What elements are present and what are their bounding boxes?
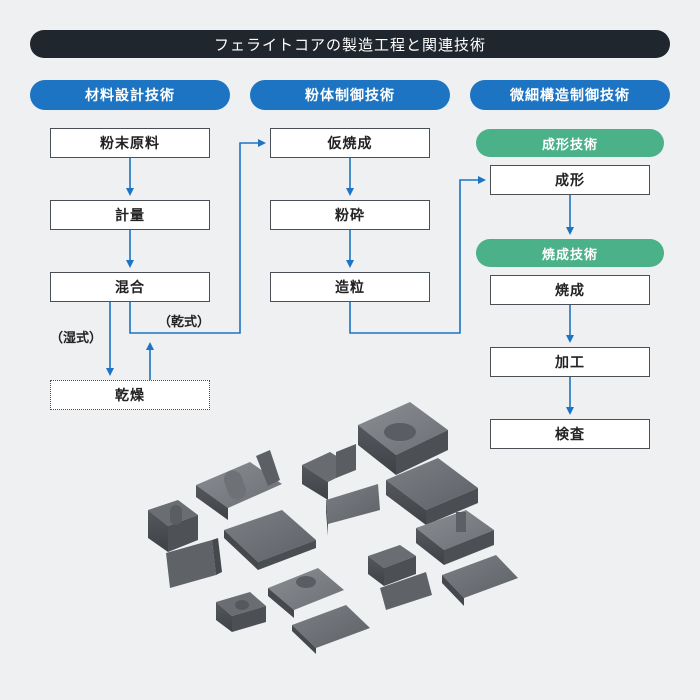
i-plate-sample-right xyxy=(442,555,518,606)
arrow-dry-to-calcination xyxy=(129,139,266,334)
i-plate-sample-large xyxy=(224,510,316,570)
step-forming: 成形 xyxy=(490,165,650,195)
bowtie-core-sample xyxy=(326,484,380,536)
e-core-round-sample xyxy=(196,450,282,520)
step-inspection: 検査 xyxy=(490,419,650,449)
page-title: フェライトコアの製造工程と関連技術 xyxy=(30,30,670,58)
double-u-core-sample xyxy=(302,444,356,500)
flow-arrows xyxy=(106,139,574,415)
i-plate-sample-bottom xyxy=(292,605,370,654)
step-machining: 加工 xyxy=(490,347,650,377)
small-e-core-sample xyxy=(216,592,266,632)
header-microstructure-control: 微細構造制御技術 xyxy=(470,80,670,110)
step-mixing: 混合 xyxy=(50,272,210,302)
tall-e-core-sample xyxy=(148,500,198,552)
planar-e-core-sample xyxy=(268,568,344,618)
u-core-sample-small xyxy=(368,545,416,586)
i-plate-sample-left xyxy=(166,538,222,588)
step-crushing: 粉砕 xyxy=(270,200,430,230)
step-drying: 乾燥 xyxy=(50,380,210,410)
ep-core-sample xyxy=(386,458,478,525)
step-calcination: 仮焼成 xyxy=(270,128,430,158)
arrow-granulation-to-forming xyxy=(349,176,486,334)
pot-core-sample xyxy=(358,402,448,475)
i-plate-sample-small xyxy=(380,572,432,610)
e-core-sample-right xyxy=(416,510,494,565)
label-dry-process: （乾式） xyxy=(158,315,211,330)
header-powder-control: 粉体制御技術 xyxy=(250,80,450,110)
step-sintering: 焼成 xyxy=(490,275,650,305)
step-granulation: 造粒 xyxy=(270,272,430,302)
subheader-sintering-technology: 焼成技術 xyxy=(476,239,664,267)
step-raw-powder: 粉末原料 xyxy=(50,128,210,158)
label-wet-process: （湿式） xyxy=(50,331,103,346)
step-weighing: 計量 xyxy=(50,200,210,230)
subheader-forming-technology: 成形技術 xyxy=(476,129,664,157)
header-material-design: 材料設計技術 xyxy=(30,80,230,110)
